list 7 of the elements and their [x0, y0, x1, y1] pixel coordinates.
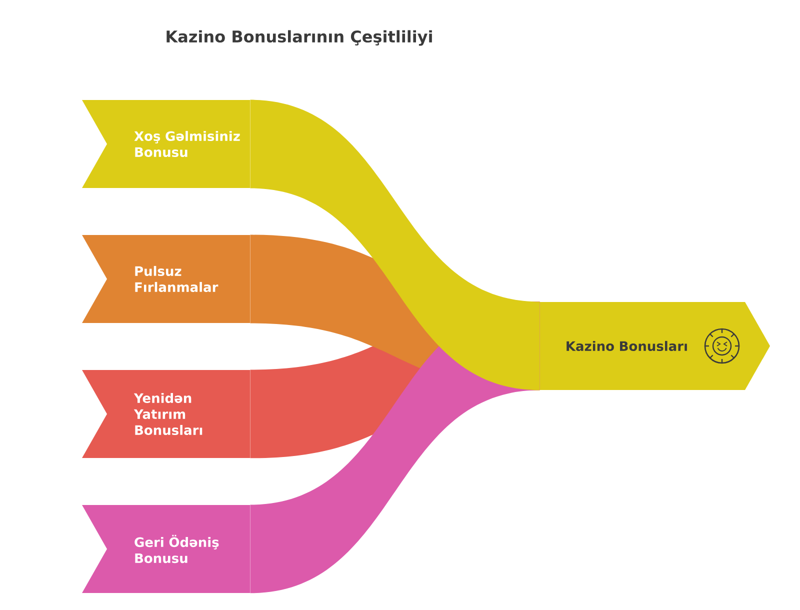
ribbon-label: Xoş Gəlmisiniz Bonusu [82, 100, 250, 188]
ribbon-label: Geri Ödəniş Bonusu [82, 504, 250, 593]
title: Kazino Bonuslarının Çeşitliliyi [166, 30, 432, 46]
ribbon-label: Yenidən Yatırım Bonusları [82, 370, 250, 458]
node-label: Kazino Bonusları [566, 340, 687, 352]
flow-ribbon [250, 100, 540, 390]
ribbon-label: Pulsuz Fırlanmalar [82, 235, 250, 323]
